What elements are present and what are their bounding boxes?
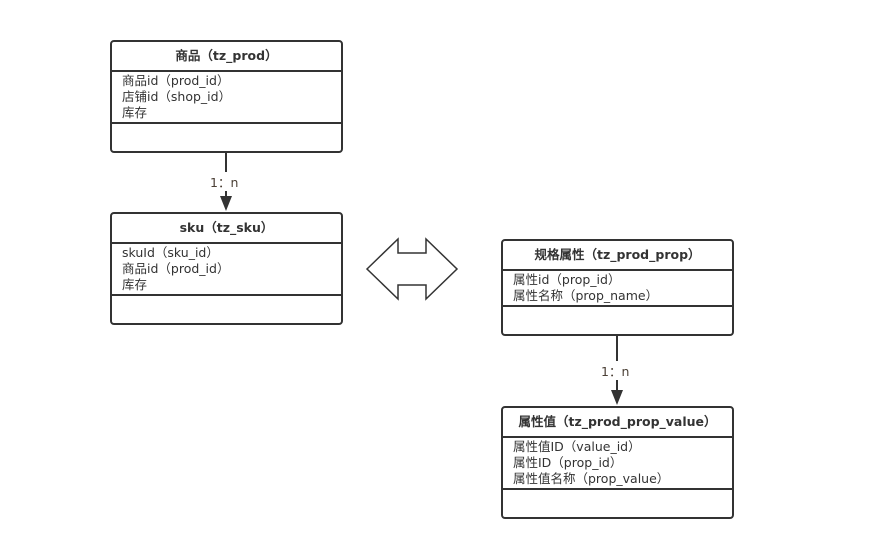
attribute: 店铺id（shop_id） (122, 89, 232, 104)
class-box-tz-prod[interactable]: 商品（tz_prod） 商品id（prod_id） 店铺id（shop_id） … (110, 40, 343, 153)
class-title: 属性值（tz_prod_prop_value） (503, 408, 732, 438)
attribute: skuId（sku_id） (122, 245, 219, 260)
relation-label: 1：n (208, 172, 241, 191)
class-attributes: 商品id（prod_id） 店铺id（shop_id） 库存 (112, 72, 341, 124)
attribute: 属性名称（prop_name） (513, 288, 659, 303)
class-methods (503, 307, 732, 334)
arrowhead-icon (611, 390, 623, 405)
class-attributes: skuId（sku_id） 商品id（prod_id） 库存 (112, 244, 341, 296)
class-attributes: 属性id（prop_id） 属性名称（prop_name） (503, 271, 732, 307)
arrowhead-icon (220, 196, 232, 211)
attribute: 库存 (122, 105, 148, 120)
class-title: 规格属性（tz_prod_prop） (503, 241, 732, 271)
class-box-tz-sku[interactable]: sku（tz_sku） skuId（sku_id） 商品id（prod_id） … (110, 212, 343, 325)
attribute: 商品id（prod_id） (122, 73, 230, 88)
class-title: 商品（tz_prod） (112, 42, 341, 72)
class-methods (503, 490, 732, 517)
class-box-tz-prod-prop-value[interactable]: 属性值（tz_prod_prop_value） 属性值ID（value_id） … (501, 406, 734, 519)
double-arrow-icon (365, 237, 459, 301)
class-methods (112, 296, 341, 323)
attribute: 属性ID（prop_id） (513, 455, 623, 470)
attribute: 商品id（prod_id） (122, 261, 230, 276)
attribute: 库存 (122, 277, 148, 292)
attribute: 属性值ID（value_id） (513, 439, 641, 454)
class-attributes: 属性值ID（value_id） 属性ID（prop_id） 属性值名称（prop… (503, 438, 732, 490)
class-title: sku（tz_sku） (112, 214, 341, 244)
relation-label: 1：n (599, 361, 632, 380)
class-box-tz-prod-prop[interactable]: 规格属性（tz_prod_prop） 属性id（prop_id） 属性名称（pr… (501, 239, 734, 336)
class-methods (112, 124, 341, 151)
attribute: 属性id（prop_id） (513, 272, 621, 287)
attribute: 属性值名称（prop_value） (513, 471, 670, 486)
